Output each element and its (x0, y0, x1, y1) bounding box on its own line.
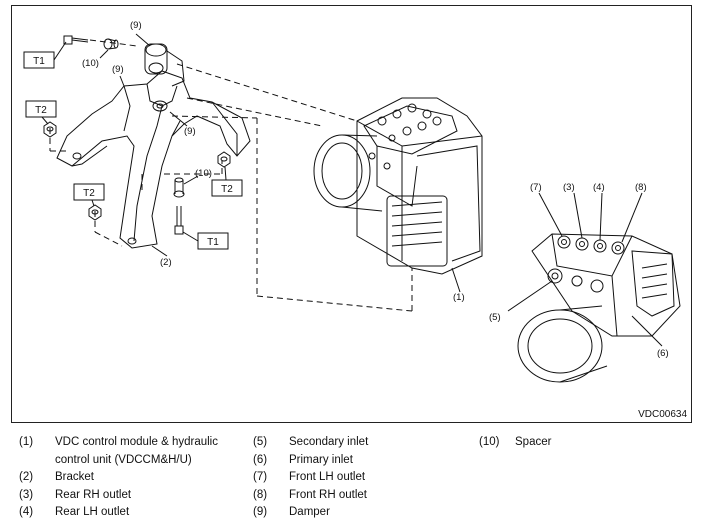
legend-column-1: (1)VDC control module & hydraulic contro… (19, 434, 218, 522)
assembly-guide-lines (49, 39, 413, 312)
callout-10-lower: (10) (195, 168, 212, 179)
legend-item: (6)Primary inlet (253, 453, 353, 466)
callout-6: (6) (657, 348, 669, 359)
svg-text:T1: T1 (33, 56, 45, 67)
legend-column-3: (10)Spacer (479, 434, 551, 452)
callout-7: (7) (530, 182, 542, 193)
legend-item: (1)VDC control module & hydraulic (19, 436, 218, 448)
legend-item: (7)Front LH outlet (253, 471, 366, 483)
svg-text:T2: T2 (83, 188, 95, 199)
callout-1: (1) (453, 292, 465, 303)
leader-lines (99, 33, 663, 347)
torque-tag-4: T2 (211, 166, 243, 197)
torque-tag-2: T2 (25, 100, 57, 125)
legend-item: (2)Bracket (19, 471, 94, 483)
callout-2: (2) (160, 257, 172, 268)
torque-tag-1: T1 (23, 41, 67, 69)
damper-top (144, 43, 185, 87)
nut-right (217, 151, 231, 168)
legend-item: (10)Spacer (479, 436, 552, 448)
svg-text:T2: T2 (35, 105, 47, 116)
legend-item: (4)Rear LH outlet (19, 506, 130, 518)
bolt-top (63, 35, 89, 45)
nut-lower-left (88, 204, 102, 221)
legend-item: (3)Rear RH outlet (19, 488, 132, 501)
legend-item: (9)Damper (253, 506, 330, 518)
callout-9-mid: (9) (112, 64, 124, 75)
nut-left (43, 121, 57, 138)
torque-tag-3: T2 (73, 183, 105, 207)
callout-4: (4) (593, 182, 605, 193)
exploded-view-figure: T1 T2 T2 T2 T1 (9) (10) (9) (9) (10) (2)… (11, 5, 692, 423)
legend-item: control unit (VDCCM&H/U) (55, 453, 192, 466)
bracket-part (56, 70, 251, 249)
callout-5: (5) (489, 312, 501, 323)
svg-text:T2: T2 (221, 184, 233, 195)
figure-code: VDC00634 (638, 409, 687, 420)
callout-10-top: (10) (82, 58, 99, 69)
bolt-lower (174, 206, 184, 235)
spacer-lower (173, 177, 185, 198)
diagram-drawing: T1 T2 T2 T2 T1 (9) (10) (9) (9) (10) (2)… (23, 20, 681, 383)
callout-3: (3) (563, 182, 575, 193)
svg-text:T1: T1 (207, 237, 219, 248)
vdc-unit-main (313, 97, 483, 275)
callout-9-top: (9) (130, 20, 142, 31)
legend-item: (8)Front RH outlet (253, 488, 367, 501)
spacer-top (103, 38, 119, 50)
callout-8: (8) (635, 182, 647, 193)
vdc-unit-detail (517, 233, 681, 383)
torque-tag-5: T1 (182, 231, 229, 250)
callout-9-lower: (9) (184, 126, 196, 137)
legend-column-2: (5)Secondary inlet (6)Primary inlet (7)F… (253, 434, 368, 522)
legend-item: (5)Secondary inlet (253, 436, 369, 448)
